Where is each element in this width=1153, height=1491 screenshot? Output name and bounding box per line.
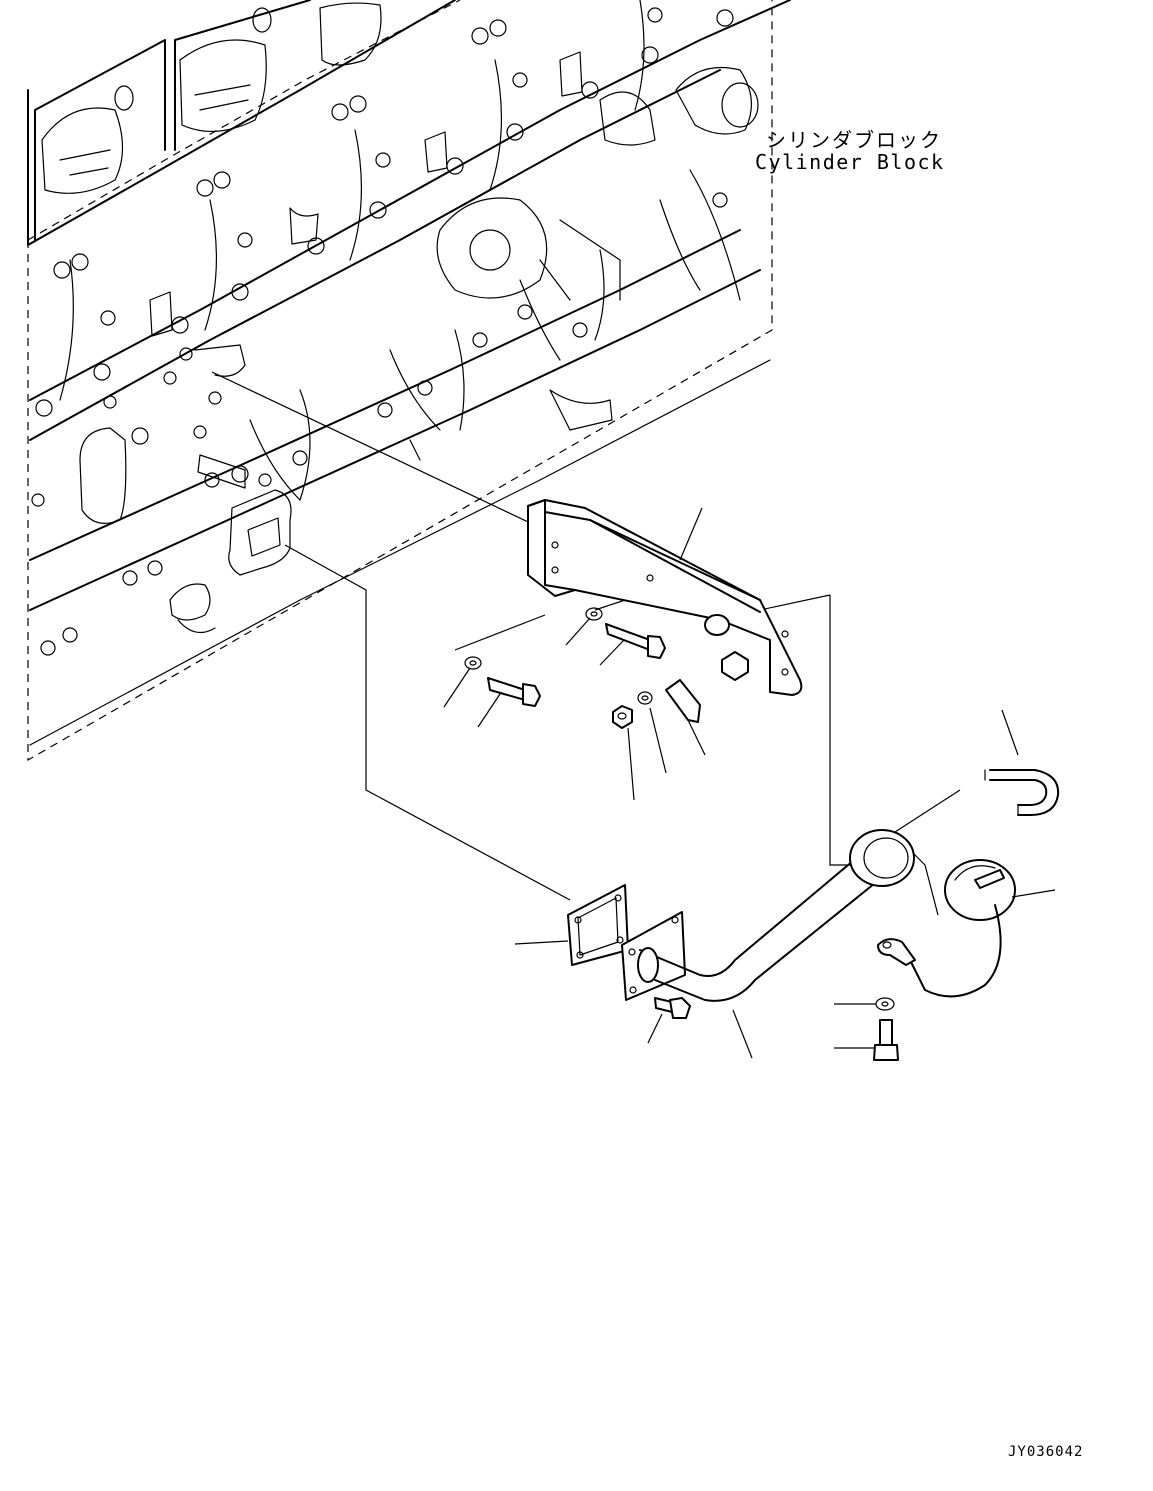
callout-lines xyxy=(443,507,1056,1059)
bolt-small xyxy=(873,1019,899,1061)
tube xyxy=(621,829,915,1002)
component-label-en: Cylinder Block xyxy=(755,150,945,174)
bolt-left xyxy=(464,656,541,707)
u-bolt xyxy=(984,769,1060,816)
cylinder-block xyxy=(27,0,791,762)
bolt-upper xyxy=(585,607,666,659)
cap xyxy=(877,859,1016,998)
drawing-number: JY036042 xyxy=(1008,1444,1084,1460)
gasket xyxy=(567,884,629,966)
block-bolts xyxy=(31,7,734,656)
component-label-jp: シリンダブロック xyxy=(766,128,942,152)
assembly-lines xyxy=(211,371,961,916)
clamp-piece xyxy=(665,679,701,723)
nut-and-washer xyxy=(612,691,653,729)
pipe-bolt xyxy=(654,997,691,1019)
bracket xyxy=(527,499,803,696)
washer-small xyxy=(875,997,895,1011)
